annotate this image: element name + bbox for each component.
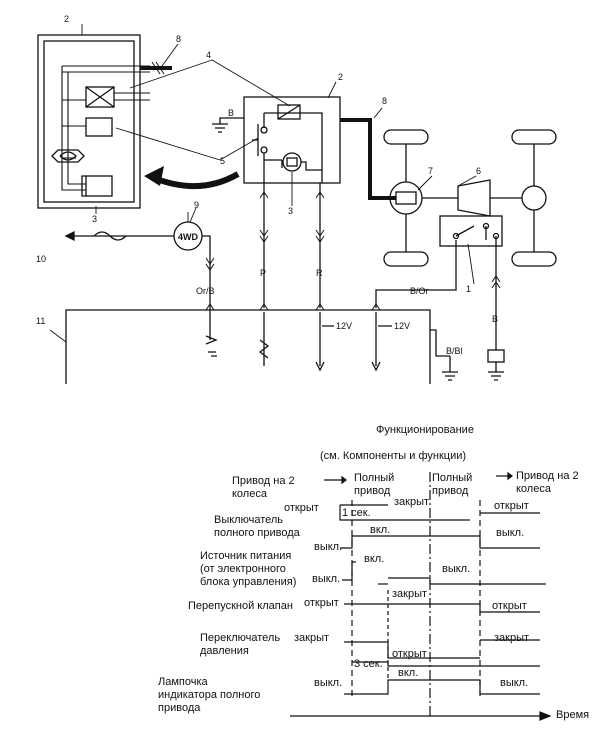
callout-1: 1 bbox=[466, 284, 471, 294]
callout-2a: 2 bbox=[64, 14, 69, 24]
phase-4wd-1: Полный привод bbox=[354, 472, 395, 497]
wire-r: R bbox=[316, 268, 323, 278]
state-sw-off-end: выкл. bbox=[496, 527, 525, 539]
pressure-switch-icon bbox=[85, 117, 113, 137]
lamp-signal bbox=[344, 679, 540, 695]
ecu-box bbox=[49, 309, 458, 384]
phase-2wd-start: Привод на 2 колеса bbox=[232, 475, 295, 500]
connector-icon bbox=[85, 175, 113, 197]
ground-symbol bbox=[212, 123, 228, 133]
motor-icon bbox=[51, 149, 85, 163]
fuse-icon bbox=[93, 231, 127, 241]
wire-bor: B/Or bbox=[410, 286, 429, 296]
callout-8a: 8 bbox=[176, 34, 181, 44]
state-power-off-mid: выкл. bbox=[442, 563, 471, 575]
delay-1-sec: 1 сек. bbox=[342, 507, 371, 519]
state-switch-open-end: открыт bbox=[494, 500, 529, 512]
valve-signal bbox=[344, 603, 540, 613]
delay-3-sec: 3 сек. bbox=[354, 658, 383, 670]
drivetrain bbox=[383, 129, 557, 285]
solenoid-valve-icon bbox=[85, 86, 115, 108]
callout-10: 10 bbox=[36, 254, 46, 264]
callout-3b: 3 bbox=[288, 206, 293, 216]
state-sw-on: вкл. bbox=[370, 524, 391, 536]
state-switch-open: открыт bbox=[284, 502, 319, 514]
callout-11: 11 bbox=[36, 316, 45, 326]
callout-8b: 8 bbox=[382, 96, 387, 106]
state-lamp-off-start: выкл. bbox=[314, 677, 343, 689]
harness-right bbox=[340, 118, 396, 200]
phase-4wd-2: Полный привод bbox=[432, 472, 473, 497]
voltage-label-1: 12V bbox=[336, 321, 352, 331]
pump-motor-icon bbox=[282, 152, 302, 172]
wire-b-top: B bbox=[228, 108, 234, 118]
switch-closed-line bbox=[339, 505, 470, 521]
detail-arrow bbox=[152, 171, 240, 190]
timing-chart bbox=[290, 471, 552, 721]
state-power-closed: закрыт bbox=[392, 588, 428, 600]
wire-bbl: B/Bl bbox=[446, 346, 463, 356]
timing-subtitle: (см. Компоненты и функции) bbox=[320, 450, 467, 462]
state-pressure-open: открыт bbox=[392, 648, 427, 660]
detail-box bbox=[37, 34, 150, 209]
wire-orb: Or/B bbox=[196, 286, 215, 296]
state-lamp-on: вкл. bbox=[398, 667, 419, 679]
row-label-pressure: Переключатель давления bbox=[200, 632, 281, 657]
state-power-off-start: выкл. bbox=[312, 573, 341, 585]
row-label-switch: Выключатель полного привода bbox=[214, 514, 300, 539]
callout-6: 6 bbox=[476, 166, 481, 176]
transfer-case-6 bbox=[457, 179, 491, 217]
wire-p: P bbox=[260, 268, 266, 278]
state-valve-open: открыт bbox=[304, 597, 339, 609]
state-sw-off-start: выкл. bbox=[314, 541, 343, 553]
state-lamp-off-end: выкл. bbox=[500, 677, 529, 689]
callout-2b: 2 bbox=[338, 72, 343, 82]
state-pressure-closed-end: закрыт bbox=[494, 632, 530, 644]
state-switch-closed: закрыт bbox=[394, 496, 430, 508]
power-off-line bbox=[388, 577, 546, 585]
row-label-power: Источник питания (от электронного блока … bbox=[200, 550, 297, 588]
wire-b-right: B bbox=[492, 314, 498, 324]
callout-4: 4 bbox=[206, 50, 211, 60]
state-pressure-closed: закрыт bbox=[294, 632, 330, 644]
timing-title: Функционирование bbox=[376, 424, 474, 436]
callout-9: 9 bbox=[194, 200, 199, 210]
state-valve-open-end: открыт bbox=[492, 600, 527, 612]
row-label-lamp: Лампочка индикатора полного привода bbox=[158, 676, 261, 714]
switch-signal bbox=[340, 535, 540, 549]
pressure-signal bbox=[344, 641, 480, 659]
voltage-label-2: 12V bbox=[394, 321, 410, 331]
row-label-valve: Перепускной клапан bbox=[188, 600, 293, 612]
callout-5: 5 bbox=[220, 156, 225, 166]
indicator-4wd-label: 4WD bbox=[178, 232, 199, 242]
callout-7: 7 bbox=[428, 166, 433, 176]
callout-3a: 3 bbox=[92, 214, 97, 224]
state-power-on: вкл. bbox=[364, 553, 385, 565]
time-axis-label: Время bbox=[556, 709, 590, 721]
phase-2wd-end: Привод на 2 колеса bbox=[516, 470, 579, 495]
